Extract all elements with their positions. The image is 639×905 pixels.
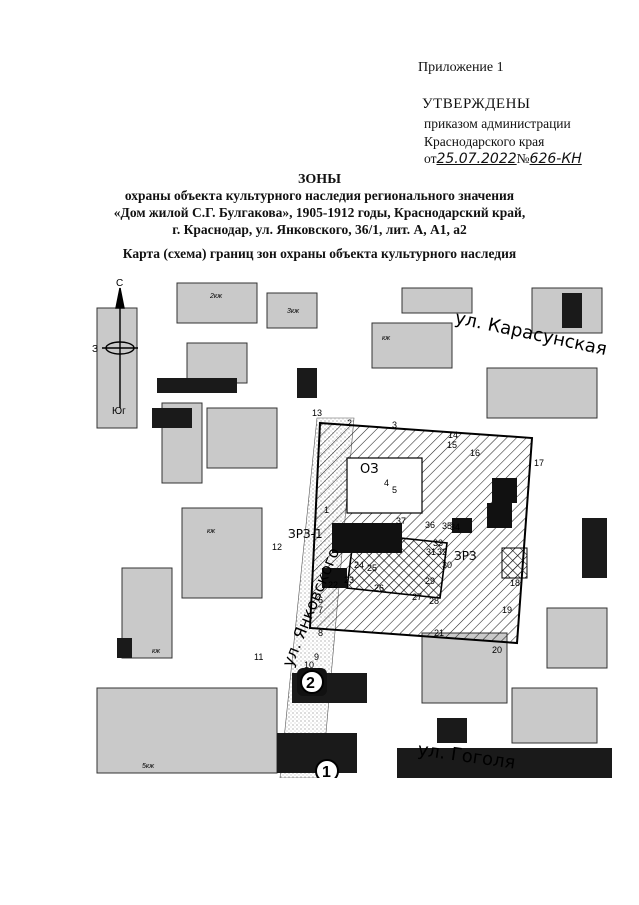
point-number-2: 2 (347, 418, 352, 428)
building-dark (297, 368, 317, 398)
zone-label-oz: ОЗ (360, 462, 379, 477)
order-from-label: от (424, 151, 437, 166)
point-number-32: 32 (437, 547, 447, 557)
building-dark (437, 718, 467, 743)
building-mark: кж (207, 528, 216, 535)
point-number-12: 12 (272, 542, 282, 552)
building-dark (117, 638, 132, 658)
building (266, 292, 318, 329)
point-number-37: 37 (396, 516, 406, 526)
point-number-17: 17 (534, 458, 544, 468)
subtitle-line-1: охраны объекта культурного наследия реги… (124, 188, 515, 203)
building-dark (397, 748, 612, 778)
compass-icon (102, 287, 138, 408)
building (176, 282, 258, 324)
zone-map: С З Юг ул. Карасунская ул. Янковского ул… (92, 268, 612, 778)
hatched-building (501, 547, 528, 579)
point-number-16: 16 (470, 448, 480, 458)
building (371, 322, 453, 369)
point-number-10: 10 (304, 660, 314, 670)
building (121, 567, 173, 659)
zone-label-zrz: ЗРЗ (454, 549, 477, 563)
building (486, 367, 598, 419)
building-mark: кж (152, 648, 161, 655)
point-number-19: 19 (502, 605, 512, 615)
building (511, 687, 598, 744)
building-dark (322, 568, 347, 588)
compass-west: З (92, 344, 98, 355)
point-number-11: 11 (254, 652, 263, 662)
compass-north: С (116, 278, 123, 289)
zone-oz (346, 457, 423, 514)
building-dark (487, 503, 512, 528)
point-number-21: 21 (434, 628, 444, 638)
order-date: 25.07.2022 (436, 151, 517, 167)
point-number-30: 30 (442, 560, 452, 570)
point-number-6: 6 (318, 595, 323, 605)
subtitle-line-2: «Дом жилой С.Г. Булгакова», 1905-1912 го… (113, 205, 526, 220)
compass-south: Юг (112, 406, 126, 417)
point-number-3: 3 (392, 420, 397, 430)
point-number-8: 8 (318, 628, 323, 638)
building (96, 307, 138, 429)
point-number-1: 1 (324, 505, 329, 515)
subtitle-line-3: г. Краснодар, ул. Янковского, 36/1, лит.… (172, 222, 467, 237)
point-number-36: 36 (425, 520, 435, 530)
point-number-20: 20 (492, 645, 502, 655)
building-mark: 3кж (287, 308, 300, 315)
building-dark (157, 378, 237, 393)
building-dark (452, 518, 472, 533)
appendix-label: Приложение 1 (418, 60, 504, 75)
point-number-7: 7 (318, 605, 323, 615)
approved-label: УТВЕРЖДЕНЫ (422, 96, 531, 112)
building (421, 632, 508, 704)
point-number-18: 18 (510, 578, 520, 588)
point-number-31: 31 (426, 547, 436, 557)
point-number-27: 27 (412, 592, 422, 602)
point-number-25: 25 (367, 563, 377, 573)
building (186, 342, 248, 384)
building (206, 407, 278, 469)
document-title: ЗОНЫ (298, 172, 341, 187)
order-number-label: № (516, 151, 530, 166)
order-line-1: приказом администрации (424, 116, 571, 131)
building-dark (152, 408, 192, 428)
point-number-26: 26 (374, 583, 384, 593)
point-number-23: 23 (344, 575, 354, 585)
point-number-29: 29 (425, 576, 435, 586)
circled-number-2: 2 (297, 668, 327, 696)
order-date-number: от25.07.2022№626-КН (424, 151, 582, 167)
building (546, 607, 608, 669)
building-mark: кж (382, 335, 391, 342)
point-number-4: 4 (384, 478, 389, 488)
point-number-24: 24 (354, 560, 364, 570)
point-number-9: 9 (314, 652, 319, 662)
point-number-15: 15 (447, 440, 457, 450)
building-dark (582, 518, 607, 578)
point-number-28: 28 (429, 596, 439, 606)
building (96, 687, 278, 774)
point-number-34: 34 (450, 522, 460, 532)
point-number-33: 33 (433, 538, 443, 548)
point-number-22: 22 (328, 580, 338, 590)
building-dark (562, 293, 582, 328)
building-mark: 5кж (142, 763, 155, 770)
building (181, 507, 263, 599)
building (401, 287, 473, 314)
zone-label-zrz-1: ЗРЗ-1 (288, 527, 323, 541)
building-mark: 2кж (209, 293, 223, 300)
point-number-13: 13 (312, 408, 322, 418)
circled-number-2-text: 2 (306, 675, 315, 692)
building-dark (332, 523, 402, 553)
point-number-5: 5 (392, 485, 397, 495)
order-number: 626-КН (529, 151, 582, 167)
point-number-35: 35 (442, 521, 452, 531)
circled-number-1-text: 1 (322, 764, 331, 778)
circled-number-1: 1 (315, 759, 339, 778)
order-line-2: Краснодарского края (424, 134, 545, 149)
map-caption: Карта (схема) границ зон охраны объекта … (122, 246, 517, 261)
point-number-14: 14 (448, 430, 458, 440)
building-dark (492, 478, 517, 503)
